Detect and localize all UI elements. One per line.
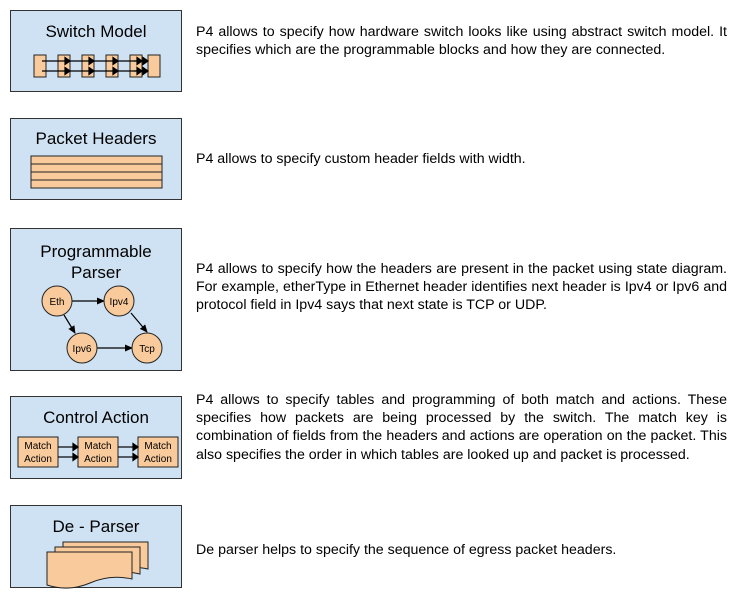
deparser-box: De - Parser (10, 505, 182, 589)
table-3-match-label: Match (144, 441, 171, 452)
state-ipv6-node (66, 332, 98, 364)
match-action-table-2 (77, 436, 119, 468)
pipeline-block-4 (105, 54, 119, 78)
header-field-3 (30, 171, 163, 181)
document-sheet-1 (46, 551, 133, 589)
pipeline-block-1 (33, 54, 47, 78)
control-action-title: Control Action (43, 408, 149, 427)
switch-pipeline-diagram (33, 54, 161, 78)
pipeline-block-3 (81, 54, 95, 78)
header-field-4 (30, 179, 163, 189)
table-2-match-label: Match (84, 441, 111, 452)
edge-ipv4-tcp (130, 312, 148, 333)
programmable-parser-description: P4 allows to specify how the headers are… (196, 261, 727, 314)
table-arrows (58, 442, 140, 462)
control-action-box: Control Action Match Action Match Action… (10, 396, 182, 479)
pipeline-block-2 (57, 54, 71, 78)
match-action-table-1 (17, 436, 59, 468)
switch-model-title: Switch Model (45, 22, 147, 41)
pipeline-block-6 (147, 54, 161, 78)
deparser-description: De parser helps to specify the sequence … (196, 542, 617, 558)
state-ipv4-node (103, 285, 135, 317)
table-1-action-label: Action (24, 454, 52, 465)
parser-state-diagram: Eth Ipv4 Ipv6 Tcp (41, 285, 163, 364)
state-eth-node (41, 285, 73, 317)
state-ipv4-label: Ipv4 (110, 297, 129, 308)
table-3-action-label: Action (144, 454, 172, 465)
packet-headers-title: Packet Headers (35, 129, 157, 148)
header-field-2 (30, 163, 163, 173)
state-ipv6-label: Ipv6 (73, 344, 92, 355)
match-action-pipeline: Match Action Match Action Match Action (17, 436, 179, 468)
document-stack-icon (46, 541, 149, 589)
programmable-parser-box: Programmable Parser Eth Ipv4 Ipv6 Tcp (10, 228, 182, 371)
table-2-action-label: Action (84, 454, 112, 465)
edge-eth-ipv6 (63, 314, 76, 334)
table-1-match-label: Match (24, 441, 51, 452)
header-fields-diagram (30, 155, 163, 189)
state-tcp-node (131, 332, 163, 364)
header-field-1 (30, 155, 163, 165)
switch-model-box: Switch Model (10, 10, 182, 92)
switch-model-description: P4 allows to specify how hardware switch… (196, 24, 727, 59)
state-eth-label: Eth (49, 297, 64, 308)
programmable-parser-title: Programmable Parser (40, 242, 152, 282)
packet-headers-description: P4 allows to specify custom header field… (196, 151, 526, 167)
packet-headers-box: Packet Headers (10, 118, 182, 200)
pipeline-block-5 (129, 54, 143, 78)
pipeline-arrows (42, 56, 150, 76)
deparser-title: De - Parser (52, 517, 140, 536)
control-action-description: P4 allows to specify tables and programm… (196, 392, 727, 463)
state-tcp-label: Tcp (139, 344, 155, 355)
match-action-table-3 (137, 436, 179, 468)
